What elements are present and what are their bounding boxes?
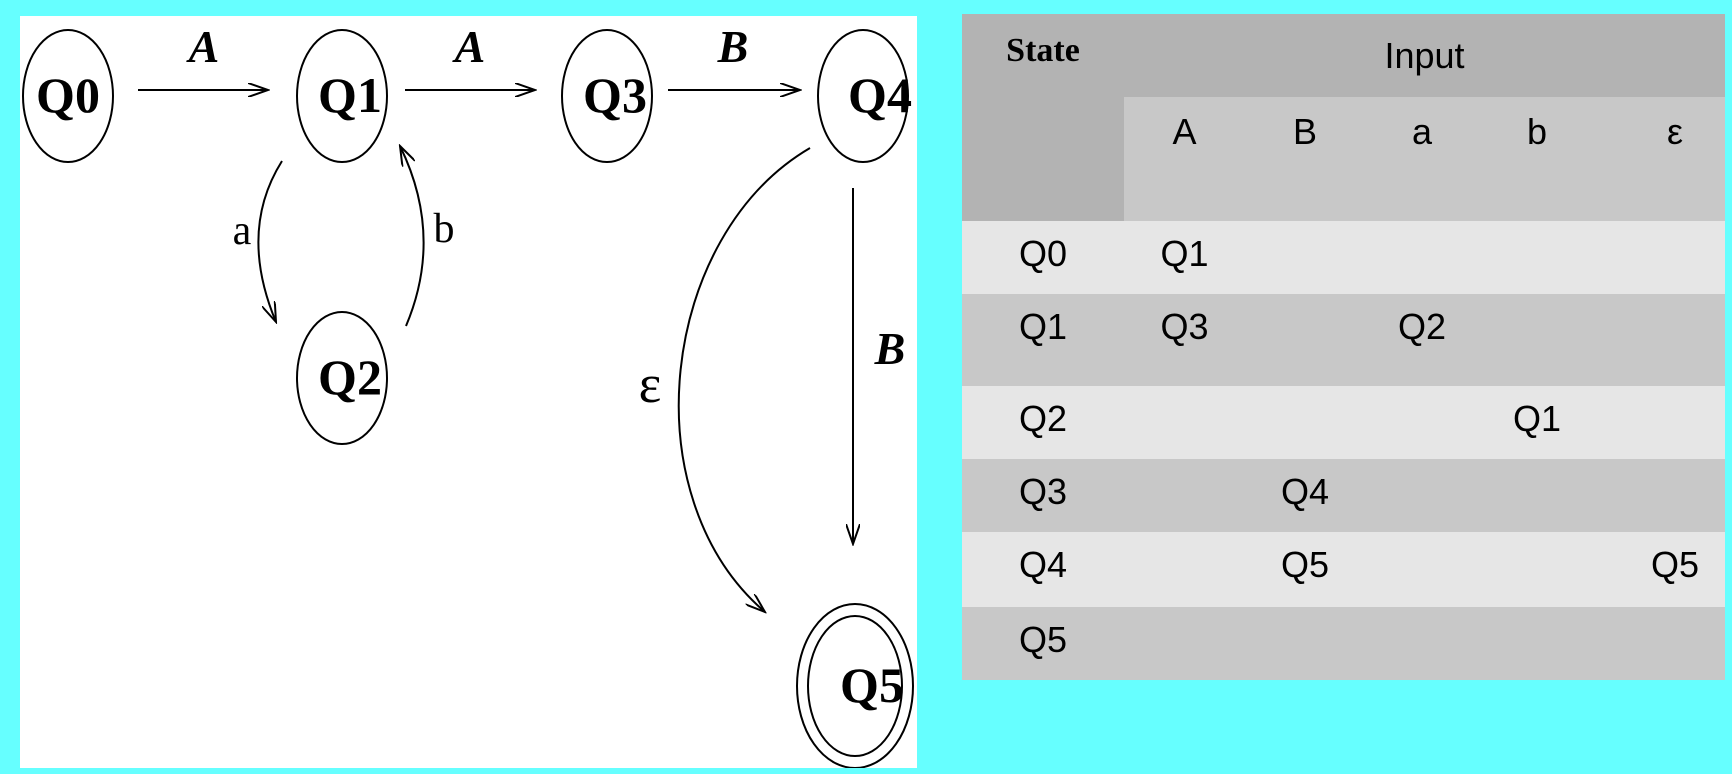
table-cell <box>1245 294 1365 386</box>
edge-q4-q5-epsilon: ε <box>639 147 811 612</box>
table-row: Q4 Q5 Q5 <box>962 532 1725 607</box>
edge-q2-q1: b <box>400 146 455 327</box>
table-cell <box>1245 221 1365 294</box>
table-cell <box>1124 532 1245 607</box>
state-label: Q5 <box>840 657 904 713</box>
table-cell <box>1595 294 1725 386</box>
table-cell <box>1595 221 1725 294</box>
table-cell <box>1479 294 1595 386</box>
table-cell: Q3 <box>1124 294 1245 386</box>
state-label: Q4 <box>848 67 912 123</box>
table-cell <box>1595 607 1725 680</box>
row-state: Q1 <box>962 294 1124 386</box>
row-state: Q2 <box>962 386 1124 459</box>
row-state: Q3 <box>962 459 1124 532</box>
table-cell: Q5 <box>1245 532 1365 607</box>
edge-q1-q3: A <box>405 21 535 90</box>
state-node-q4: Q4 <box>817 29 912 163</box>
table-cell <box>1124 607 1245 680</box>
symbol-header: b <box>1479 97 1595 221</box>
table-cell <box>1365 386 1479 459</box>
edge-label: a <box>233 208 252 254</box>
symbol-header-row: A B a b ε <box>962 97 1725 221</box>
table-cell: Q5 <box>1595 532 1725 607</box>
state-diagram-svg: Q0 Q1 Q2 Q3 Q4 Q5 A A <box>22 21 914 768</box>
edge-label: B <box>717 21 749 72</box>
table-cell <box>1365 607 1479 680</box>
table-cell <box>1479 459 1595 532</box>
table-cell <box>1365 532 1479 607</box>
row-state: Q5 <box>962 607 1124 680</box>
edge-label: A <box>186 21 220 72</box>
state-label: Q3 <box>583 67 647 123</box>
table-cell <box>1595 459 1725 532</box>
state-label: Q0 <box>36 67 100 123</box>
table-cell <box>1365 459 1479 532</box>
table-cell: Q2 <box>1365 294 1479 386</box>
state-node-q5-accepting: Q5 <box>796 603 914 768</box>
edge-label: b <box>434 206 455 252</box>
table-row: Q3 Q4 <box>962 459 1725 532</box>
row-state: Q4 <box>962 532 1124 607</box>
state-diagram: Q0 Q1 Q2 Q3 Q4 Q5 A A <box>20 16 917 768</box>
edge-q4-q5-b: B <box>853 188 905 544</box>
table-cell <box>1479 221 1595 294</box>
table-cell: Q1 <box>1124 221 1245 294</box>
edge-label: A <box>452 21 486 72</box>
state-label: Q2 <box>318 349 382 405</box>
table-cell <box>1595 386 1725 459</box>
state-node-q1: Q1 <box>296 29 388 163</box>
symbol-header: a <box>1365 97 1479 221</box>
row-state: Q0 <box>962 221 1124 294</box>
table-cell <box>1124 386 1245 459</box>
table-row: Q0 Q1 <box>962 221 1725 294</box>
table-cell: Q1 <box>1479 386 1595 459</box>
table-cell <box>1479 607 1595 680</box>
table-cell <box>1245 607 1365 680</box>
state-label: Q1 <box>318 67 382 123</box>
table-cell <box>1365 221 1479 294</box>
transition-table: State Input A B a b ε Q0 Q1 Q1 Q3 Q2 Q <box>962 14 1725 680</box>
state-node-q3: Q3 <box>561 29 653 163</box>
symbol-header: A <box>1124 97 1245 221</box>
edge-label: ε <box>639 354 662 414</box>
edge-q1-q2: a <box>233 160 283 322</box>
table-cell <box>1124 459 1245 532</box>
transition-table-grid: State Input A B a b ε Q0 Q1 Q1 Q3 Q2 Q <box>962 14 1725 680</box>
state-node-q2: Q2 <box>296 311 388 445</box>
edge-q0-q1: A <box>138 21 268 90</box>
table-row: Q5 <box>962 607 1725 680</box>
state-node-q0: Q0 <box>22 29 114 163</box>
symbol-header: B <box>1245 97 1365 221</box>
table-cell <box>1479 532 1595 607</box>
input-column-header: Input <box>1124 14 1725 97</box>
edge-q3-q4: B <box>668 21 800 90</box>
table-header-row: State Input <box>962 14 1725 221</box>
edge-label: B <box>874 323 906 374</box>
table-row: Q1 Q3 Q2 <box>962 294 1725 386</box>
table-cell: Q4 <box>1245 459 1365 532</box>
state-column-header: State <box>962 14 1124 221</box>
table-cell <box>1245 386 1365 459</box>
symbol-header: ε <box>1595 97 1725 221</box>
table-row: Q2 Q1 <box>962 386 1725 459</box>
